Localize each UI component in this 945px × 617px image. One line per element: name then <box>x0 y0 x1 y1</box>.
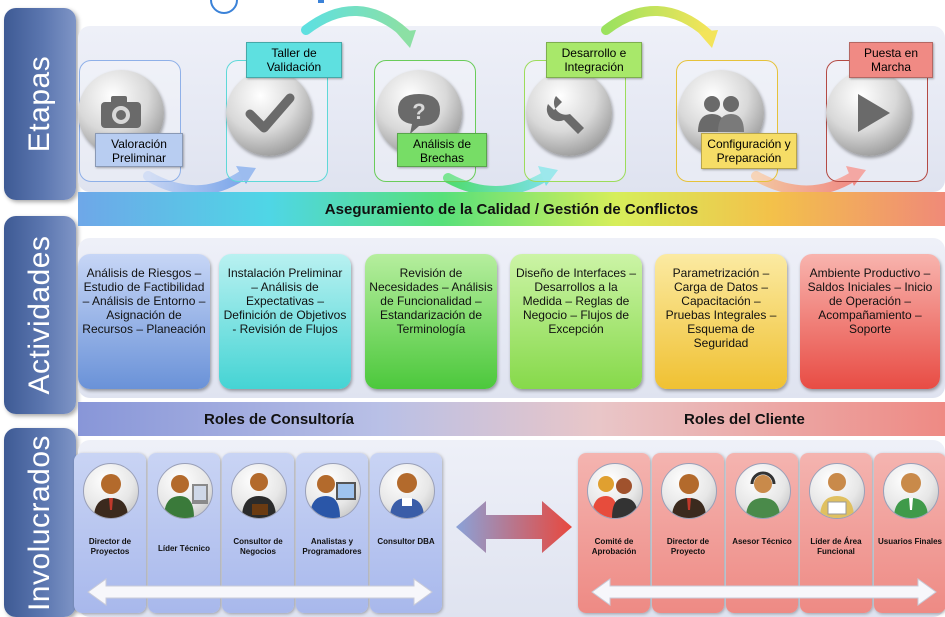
role-name: Director de Proyectos <box>88 537 132 556</box>
advisor-with-headset-icon <box>735 463 791 519</box>
stage-label: Taller de Validación <box>246 42 342 78</box>
area-lead-icon <box>809 463 865 519</box>
header-dot-fragment <box>318 0 324 3</box>
stage-label: Valoración Preliminar <box>95 133 183 167</box>
activity-box: Parametrización – Carga de Datos – Capac… <box>655 254 787 389</box>
committee-group-icon <box>587 463 643 519</box>
stage-4-disc <box>526 70 612 156</box>
svg-text:?: ? <box>412 99 425 124</box>
activity-box: Revisión de Necesidades – Análisis de Fu… <box>365 254 497 389</box>
stage-label: Configuración y Preparación <box>701 133 797 169</box>
stage-label: Puesta en Marcha <box>849 42 933 78</box>
stage-label: Desarrollo e Integración <box>546 42 642 78</box>
people-icon <box>698 96 744 132</box>
exchange-arrow-icon <box>456 501 572 553</box>
person-avatar-icon <box>661 463 717 519</box>
stage-flow-arrows <box>143 5 866 196</box>
role-name: Director de Proyecto <box>666 537 710 556</box>
person-at-computer-icon <box>157 463 213 519</box>
end-user-icon <box>883 463 939 519</box>
section-etapas: Etapas <box>4 8 76 200</box>
activity-box: Instalación Preliminar – Análisis de Exp… <box>219 254 351 389</box>
checkmark-icon <box>245 93 295 133</box>
role-name: Analistas y Programadores <box>302 537 362 556</box>
section-actividades: Actividades <box>4 216 76 414</box>
role-name: Usuarios Finales <box>877 537 943 546</box>
person-with-briefcase-icon <box>231 463 287 519</box>
client-double-arrow <box>591 578 937 606</box>
stage-2-disc <box>226 70 312 156</box>
activity-box: Análisis de Riesgos – Estudio de Factibi… <box>78 254 210 389</box>
stages-panel <box>78 26 945 192</box>
wrench-icon <box>546 96 584 134</box>
stage-label: Análisis de Brechas <box>397 133 487 167</box>
activity-box: Ambiente Productivo – Saldos Iniciales –… <box>800 254 940 389</box>
consultoria-roles-title: Roles de Consultoría <box>204 411 355 428</box>
role-name: Consultor DBA <box>377 537 435 546</box>
developer-at-computer-icon <box>305 463 361 519</box>
role-name: Asesor Técnico <box>732 537 792 546</box>
camera-icon <box>101 96 141 128</box>
stage-6-disc <box>826 70 912 156</box>
person-avatar-icon <box>83 463 139 519</box>
question-icon: ? <box>398 94 440 134</box>
client-group: Comité de Aprobación Director de Proyect… <box>578 450 945 617</box>
role-name: Líder Técnico <box>157 544 210 553</box>
roles-bar: Roles de Consultoría Roles del Cliente <box>78 402 945 436</box>
role-name: Consultor de Negocios <box>233 537 283 556</box>
role-name: Comité de Aprobación <box>591 537 637 556</box>
role-name: Líder de Área Funcional <box>810 537 862 556</box>
dba-person-icon <box>379 463 435 519</box>
cliente-roles-title: Roles del Cliente <box>684 411 805 428</box>
activity-box: Diseño de Interfaces – Desarrollos a la … <box>510 254 642 389</box>
consulting-group: Director de Proyectos Líder Técnico Cons… <box>74 450 446 617</box>
section-involucrados: Involucrados <box>4 428 76 617</box>
play-icon <box>858 94 890 132</box>
consulting-double-arrow <box>87 578 433 606</box>
quality-bar: Aseguramiento de la Calidad / Gestión de… <box>78 192 945 226</box>
role-card: Director de Proyectos <box>74 453 146 613</box>
